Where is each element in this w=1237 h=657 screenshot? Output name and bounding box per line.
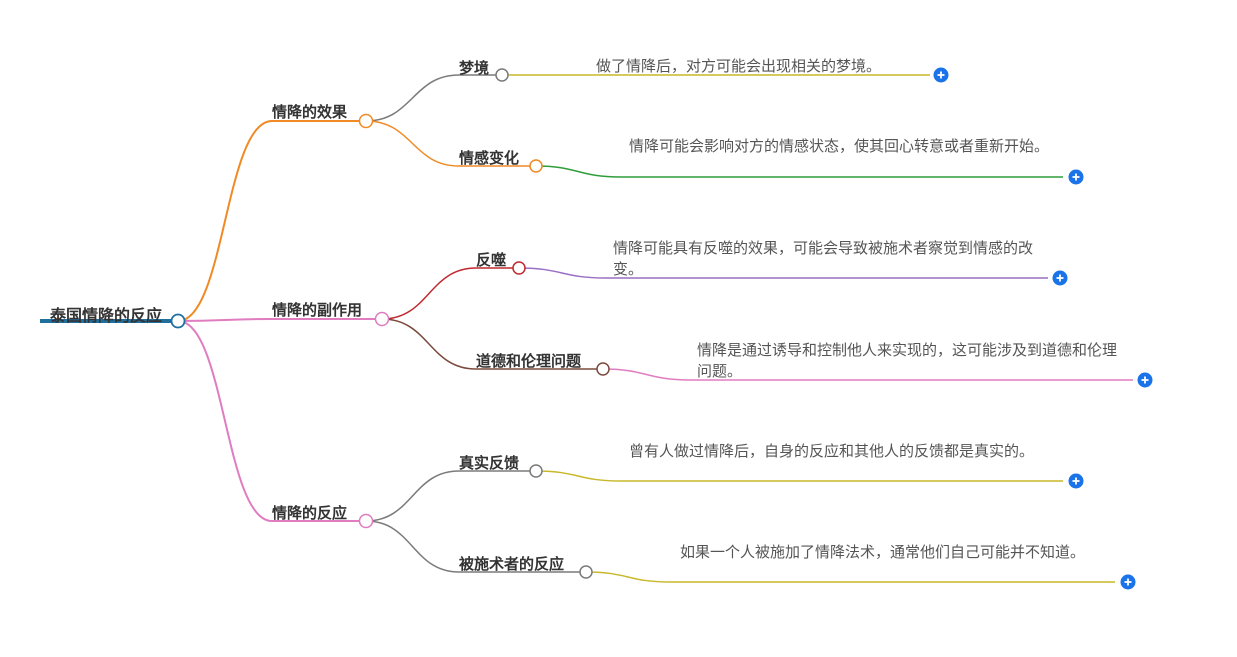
leaf-feedback-text: 曾有人做过情降后，自身的反应和其他人的反馈都是真实的。 — [629, 443, 1035, 460]
subtopic-node-0-0[interactable] — [495, 68, 509, 82]
subtopic-real-feedback[interactable]: 真实反馈 — [459, 455, 520, 472]
link-branch-sub-0-0 — [365, 74, 460, 122]
branch-topic-effects[interactable]: 情降的效果 — [272, 104, 348, 121]
leaf-emotion-text: 情降可能会影响对方的情感状态，使其回心转意或者重新开始。 — [629, 138, 1050, 155]
subtopic-target-reaction[interactable]: 被施术者的反应 — [459, 556, 565, 573]
branch-node-1[interactable] — [374, 311, 390, 327]
link-root-branch-2 — [177, 320, 273, 522]
branch-topic-side-effects[interactable]: 情降的副作用 — [272, 302, 363, 319]
leaf-dream-text: 做了情降后，对方可能会出现相关的梦境。 — [596, 58, 882, 75]
subtopic-node-1-1[interactable] — [596, 362, 610, 376]
subtopic-ethics[interactable]: 道德和伦理问题 — [476, 353, 582, 370]
root-node[interactable] — [170, 313, 186, 329]
leaf-backlash-text: 情降可能具有反噬的效果，可能会导致被施术者察觉到情感的改变。 — [613, 240, 1034, 278]
root-topic[interactable]: 泰国情降的反应 — [50, 308, 163, 325]
branch-node-2[interactable] — [358, 513, 374, 529]
link-sub-leaf-1-1 — [602, 368, 691, 381]
link-sub-leaf-1-0 — [518, 267, 606, 279]
subtopic-node-2-1[interactable] — [579, 565, 593, 579]
subtopic-node-0-1[interactable] — [529, 159, 543, 173]
link-sub-leaf-0-1 — [535, 165, 621, 178]
subtopic-node-2-0[interactable] — [529, 464, 543, 478]
link-sub-leaf-2-0 — [535, 470, 621, 482]
link-sub-leaf-2-1 — [585, 571, 671, 583]
branch-node-0[interactable] — [358, 113, 374, 129]
leaf-target-text: 如果一个人被施加了情降法术，通常他们自己可能并不知道。 — [680, 544, 1086, 561]
link-branch-sub-1-1 — [381, 318, 477, 370]
branch-topic-reactions[interactable]: 情降的反应 — [272, 505, 348, 522]
link-root-branch-1 — [177, 318, 273, 322]
link-branch-sub-2-1 — [365, 520, 460, 573]
subtopic-emotion-change[interactable]: 情感变化 — [459, 150, 520, 167]
link-root-branch-0 — [177, 120, 273, 322]
leaf-ethics-text: 情降是通过诱导和控制他人来实现的，这可能涉及到道德和伦理问题。 — [697, 342, 1118, 380]
subtopic-backlash[interactable]: 反噬 — [476, 252, 507, 269]
link-branch-sub-0-1 — [365, 120, 460, 167]
subtopic-node-1-0[interactable] — [512, 261, 526, 275]
link-branch-sub-2-0 — [365, 470, 460, 522]
link-branch-sub-1-0 — [381, 267, 477, 320]
subtopic-dream[interactable]: 梦境 — [459, 60, 490, 77]
